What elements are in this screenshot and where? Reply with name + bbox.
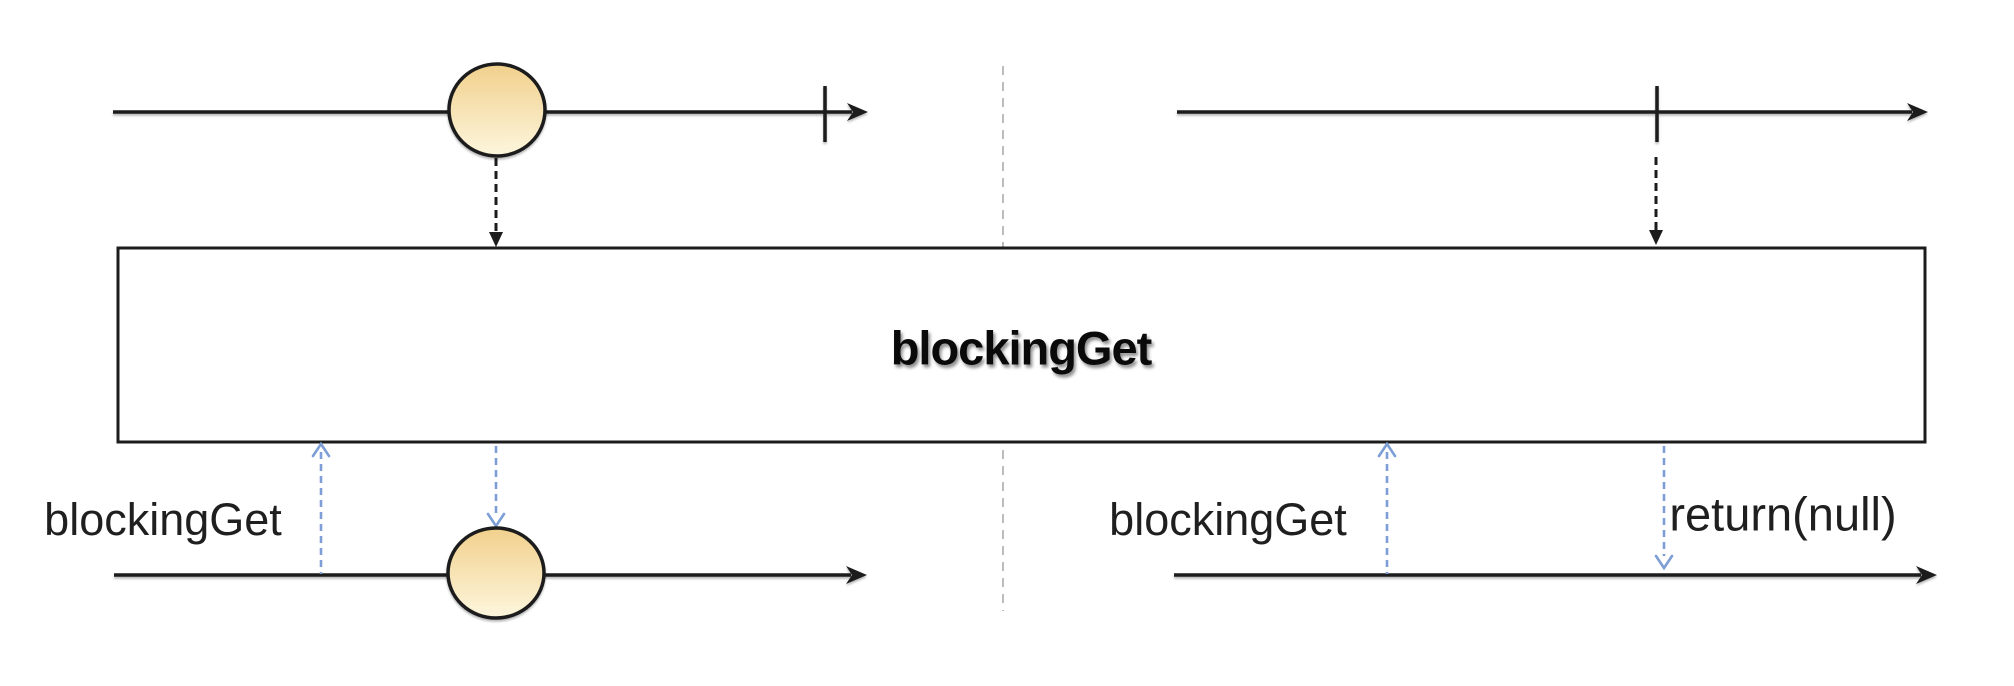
left-emission-arrowhead-icon — [489, 232, 503, 247]
left-source-marble — [447, 62, 547, 158]
operator-box-label: blockingGet — [890, 321, 1153, 375]
left-result-arrowhead-icon — [846, 566, 867, 584]
right-completion-arrowhead-icon — [1649, 230, 1663, 245]
right-return-null-label: return(null) — [1669, 487, 1897, 541]
left-result-marble — [446, 526, 546, 620]
left-blockingget-call-label: blockingGet — [44, 494, 282, 545]
left-return-arrowhead-icon — [486, 512, 506, 529]
right-returnnull-arrowhead-icon — [1654, 554, 1674, 571]
operator-box — [116, 246, 1927, 444]
left-source-arrowhead-icon — [847, 103, 868, 121]
right-blockingget-call-label: blockingGet — [1109, 494, 1347, 545]
left-call-arrowhead-icon — [311, 441, 331, 458]
right-result-arrowhead-icon — [1916, 566, 1937, 584]
right-call-arrowhead-icon — [1377, 441, 1397, 458]
right-source-arrowhead-icon — [1907, 103, 1928, 121]
